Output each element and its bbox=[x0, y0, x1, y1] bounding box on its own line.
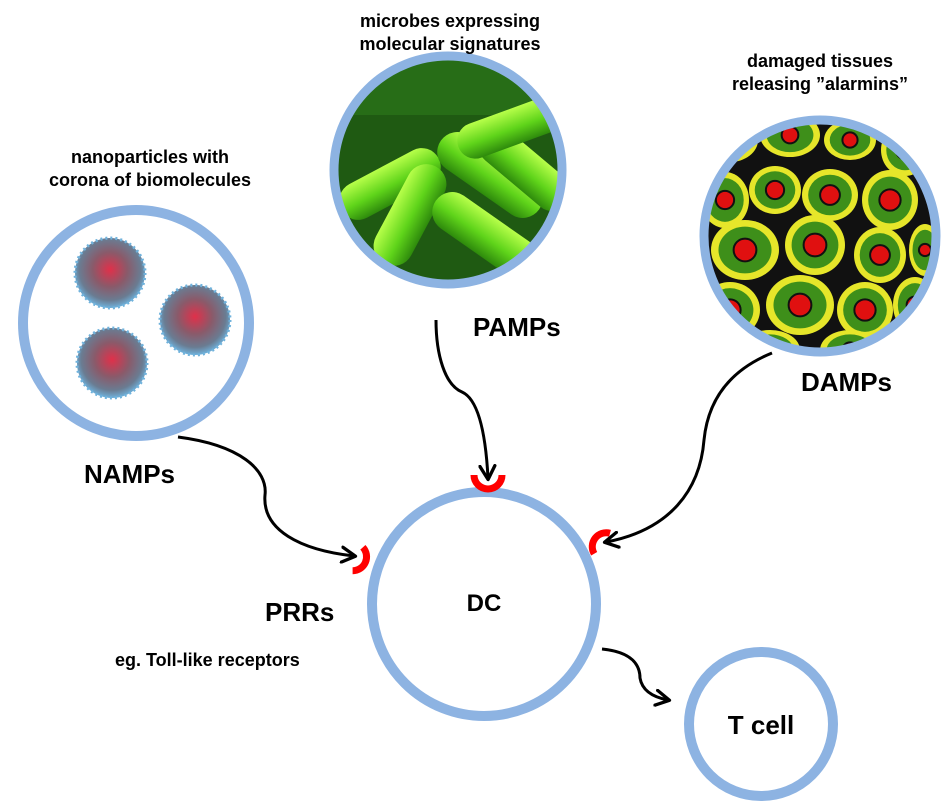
prrs-label: PRRs bbox=[265, 597, 335, 627]
t-cell-label: T cell bbox=[727, 710, 795, 740]
bacterium bbox=[432, 192, 538, 278]
caption-line: corona of biomolecules bbox=[48, 170, 252, 190]
namps-label: NAMPs bbox=[84, 459, 176, 489]
tissue-cell bbox=[802, 169, 858, 221]
microbes-image bbox=[329, 51, 567, 289]
t-cell bbox=[684, 647, 838, 801]
nanoparticles-caption: nanoparticles with corona of biomolecule… bbox=[20, 146, 280, 192]
tissue-cell bbox=[711, 220, 779, 280]
tissue-cell bbox=[881, 124, 929, 176]
microbes-membrane bbox=[329, 51, 567, 289]
bacterium bbox=[457, 97, 558, 159]
tissues-image bbox=[699, 115, 941, 357]
nanoparticles-image bbox=[18, 205, 254, 441]
nanoparticle-sphere bbox=[158, 283, 232, 357]
tissue-cell bbox=[862, 170, 918, 230]
receptor-icon bbox=[470, 474, 506, 493]
caption-line: nanoparticles with bbox=[70, 147, 230, 167]
prrs-example: eg. Toll-like receptors bbox=[115, 650, 300, 670]
tissues-membrane bbox=[699, 115, 941, 357]
tissue-cell bbox=[766, 275, 834, 335]
tissue-cell bbox=[837, 282, 893, 338]
dc-to-tcell-arrow bbox=[601, 647, 668, 700]
damps-label: DAMPs bbox=[801, 367, 893, 397]
dc-label: DC bbox=[466, 590, 502, 617]
receptor-icon bbox=[352, 544, 370, 575]
receptor-icon bbox=[588, 529, 611, 556]
pamps-label: PAMPs bbox=[473, 312, 561, 342]
bacterium bbox=[339, 148, 441, 220]
caption-line: microbes expressing bbox=[359, 11, 541, 31]
nanoparticle-sphere bbox=[75, 326, 149, 400]
bacterium bbox=[373, 164, 447, 266]
nanoparticle-sphere bbox=[73, 236, 147, 310]
tissue-cell bbox=[785, 215, 845, 275]
damps-arrow bbox=[606, 351, 773, 542]
nanoparticles-membrane bbox=[18, 205, 254, 441]
tissue-cell bbox=[854, 227, 906, 283]
tissue-cell bbox=[749, 166, 801, 214]
pamps-arrow bbox=[434, 319, 488, 478]
namps-arrow bbox=[177, 435, 354, 556]
caption-line: molecular signatures bbox=[359, 34, 541, 54]
caption-line: damaged tissues bbox=[746, 51, 894, 71]
caption-line: releasing ”alarmins” bbox=[731, 74, 909, 94]
microbes-caption: microbes expressing molecular signatures bbox=[330, 10, 570, 56]
tissues-caption: damaged tissues releasing ”alarmins” bbox=[700, 50, 940, 96]
